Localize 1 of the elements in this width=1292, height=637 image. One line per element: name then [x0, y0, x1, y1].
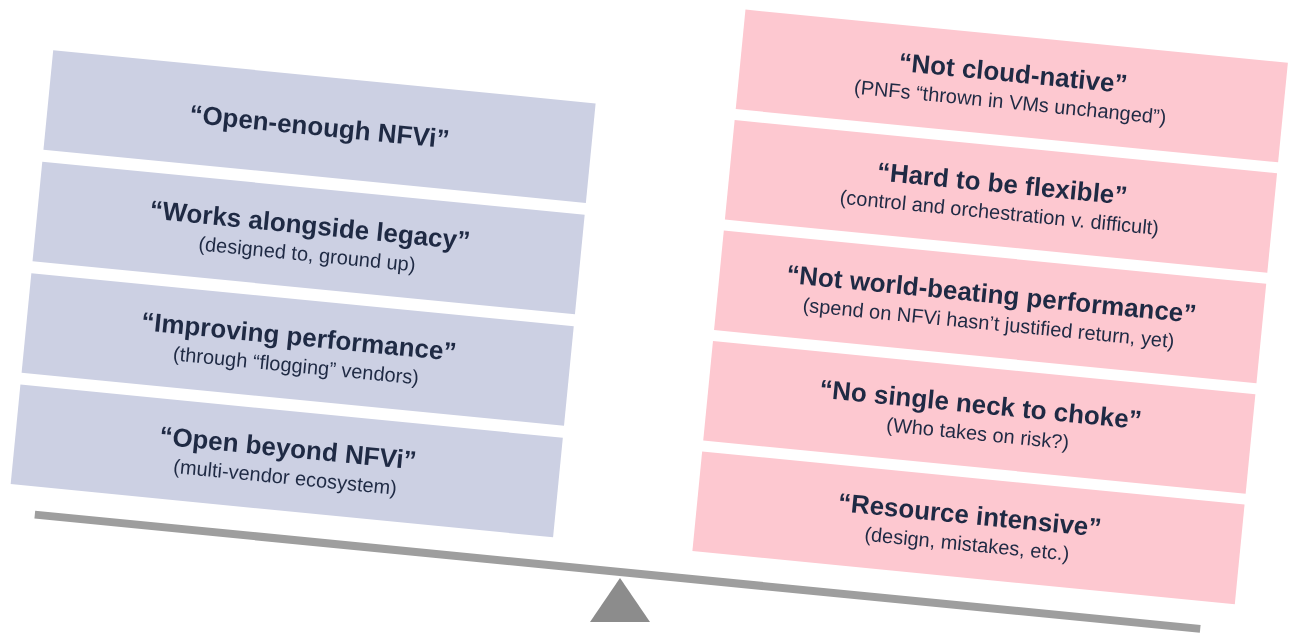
quote-heading: “Open-enough NFVi”	[188, 97, 451, 156]
